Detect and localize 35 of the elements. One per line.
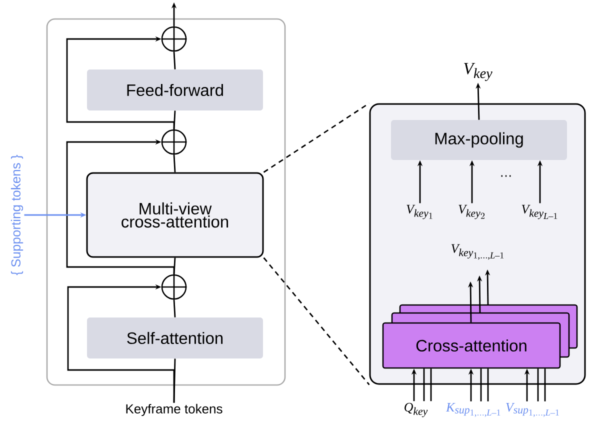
connector-line [173, 52, 176, 70]
connector-line [544, 368, 546, 402]
dashed-line [263, 257, 370, 386]
symbol-label: $V_{key_{1,\ldots,L-1}}$ [451, 244, 504, 260]
connector-line [480, 368, 482, 402]
connector-line [173, 110, 176, 130]
connector-line [423, 368, 425, 402]
layer-box: Feed-forward [87, 70, 263, 110]
connector-line [173, 258, 176, 274]
symbol-label: $V_{sup_{1,\ldots,L-1}}$ [506, 403, 559, 417]
layer-box: Self-attention [87, 318, 263, 358]
symbol-label: $K_{sup_{1,\ldots,L-1}}$ [446, 403, 500, 417]
arrow [67, 284, 175, 403]
symbol-label: $V_{key_2}$ [458, 204, 485, 220]
input-label: { Supporting tokens } [10, 154, 24, 276]
layer-box: Max-pooling [391, 120, 567, 160]
connector-line [173, 358, 176, 403]
connector-line [173, 300, 176, 318]
connector-line [537, 368, 539, 402]
add-circle [160, 128, 188, 156]
connector-line [430, 368, 432, 402]
symbol-label: $Q_{key}$ [404, 402, 428, 418]
symbol-label: $V_{key_{L-1}}$ [522, 204, 558, 220]
connector-line [173, 154, 176, 172]
ellipsis: … [501, 175, 511, 177]
symbol-label: $V_{key}$ [464, 62, 492, 82]
attention-box: Multi-view cross-attention [86, 172, 264, 258]
arrow [66, 139, 175, 274]
arrow [66, 36, 175, 130]
symbol-label: $V_{key_1}$ [406, 204, 432, 220]
add-circle [160, 274, 188, 300]
input-label: Keyframe tokens [126, 404, 222, 416]
layer-stack: Cross-attention [382, 304, 578, 369]
add-circle [160, 26, 188, 52]
connector-line [487, 368, 489, 402]
